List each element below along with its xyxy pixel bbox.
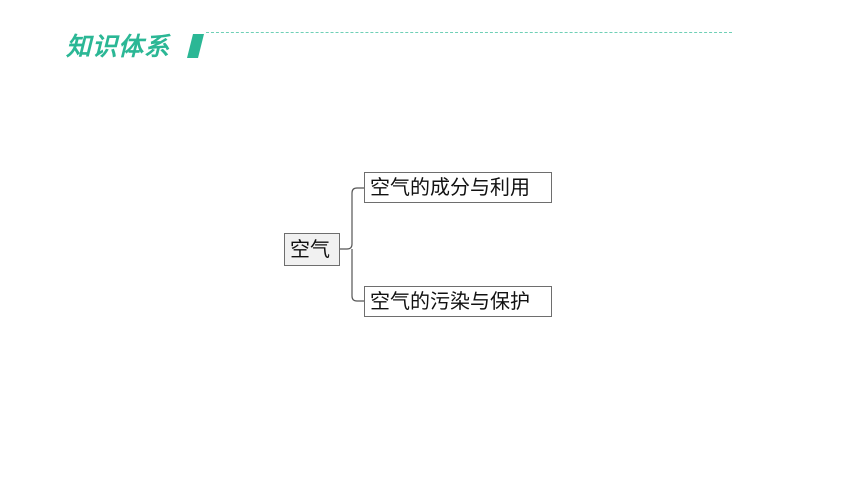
- connector-bracket: [340, 187, 364, 302]
- section-title: 知识体系: [66, 32, 171, 61]
- mind-map-root-node: 空气: [284, 233, 340, 266]
- header-dashed-divider: [206, 32, 732, 33]
- mind-map-node-pollution: 空气的污染与保护: [364, 286, 552, 317]
- mind-map-node-composition: 空气的成分与利用: [364, 172, 552, 203]
